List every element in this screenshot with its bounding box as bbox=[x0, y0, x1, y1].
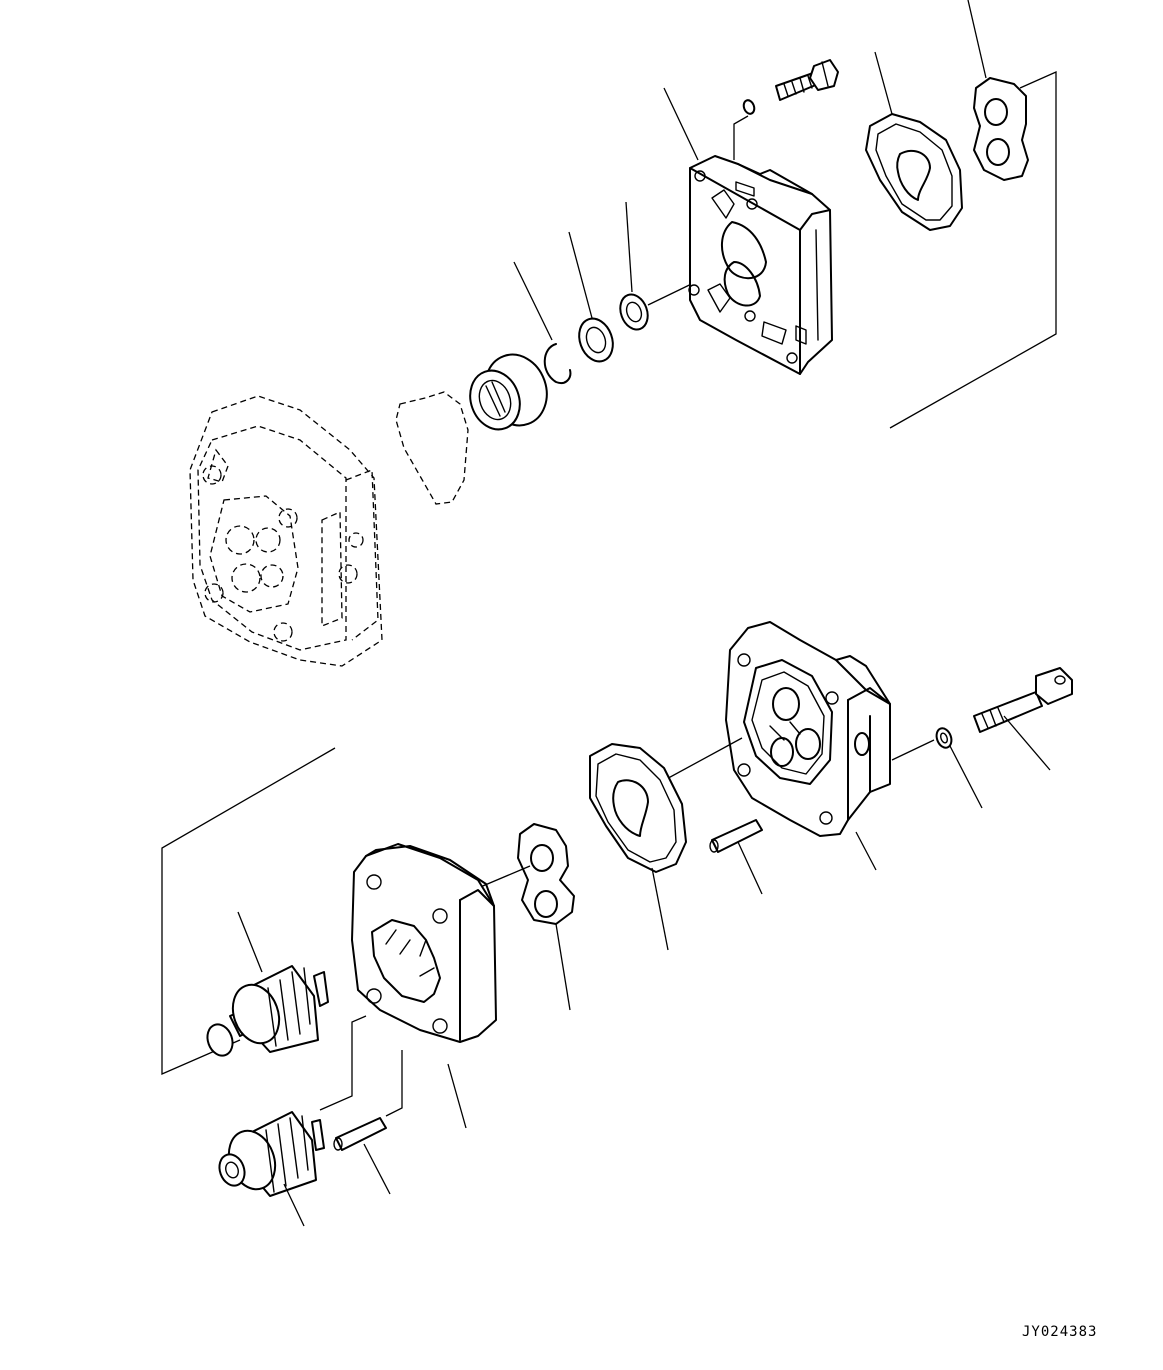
o-ring-gasket-phantom bbox=[395, 391, 469, 505]
front-cover-part bbox=[663, 87, 833, 375]
lower-group-bracket bbox=[161, 747, 336, 1075]
gear-to-case-line bbox=[319, 1015, 367, 1111]
bearing-part bbox=[469, 353, 548, 431]
rear-housing-phantom bbox=[189, 395, 383, 667]
dowel-pin-right-part bbox=[709, 819, 763, 895]
pin-to-case-line bbox=[385, 1050, 403, 1117]
small-o-ring-part bbox=[733, 99, 756, 160]
drawing-reference-code: JY024383 bbox=[1022, 1324, 1098, 1340]
drive-gear-part bbox=[206, 911, 329, 1057]
upper-group-bracket bbox=[889, 70, 1057, 429]
bolt-part bbox=[775, 59, 839, 101]
cap-screw-part bbox=[973, 667, 1073, 771]
snap-ring-part bbox=[513, 261, 572, 384]
wear-plate-lower-part bbox=[517, 823, 575, 1011]
lower-bolt-axis-line bbox=[891, 739, 935, 761]
gear-case-part bbox=[351, 843, 497, 1129]
gasket-upper-part bbox=[865, 51, 963, 231]
wear-plate-upper-part bbox=[967, 0, 1029, 181]
washer-part bbox=[619, 201, 649, 331]
washer-lower-part bbox=[935, 727, 983, 809]
oil-seal-part bbox=[568, 231, 614, 363]
driven-gear-part bbox=[218, 1111, 325, 1227]
dowel-pin-left-part bbox=[333, 1117, 391, 1195]
gasket-lower-part bbox=[589, 743, 687, 951]
pump-body-part bbox=[725, 621, 891, 871]
